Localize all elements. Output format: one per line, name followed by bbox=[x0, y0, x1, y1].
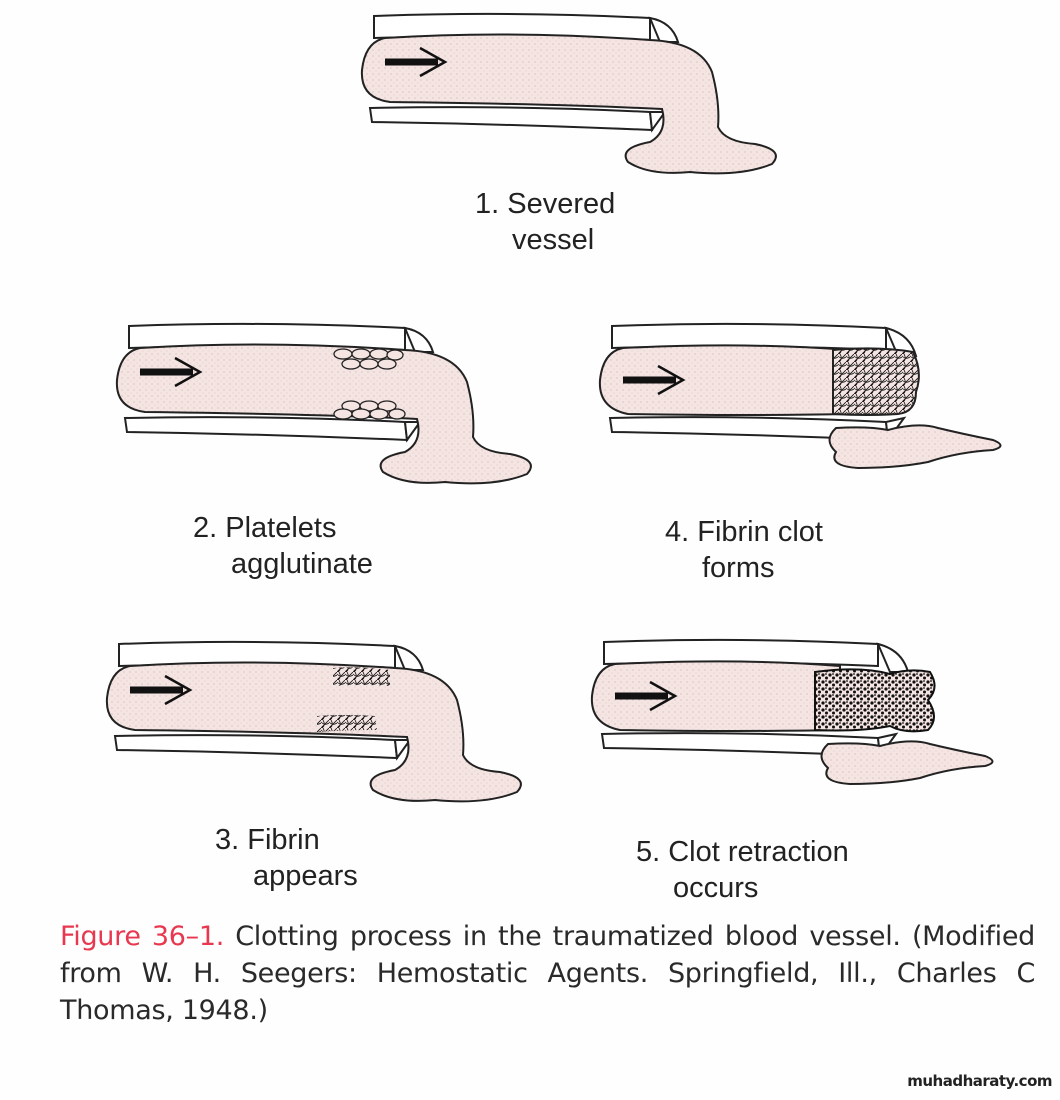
panel-2-label: 2. Platelets agglutinate bbox=[193, 510, 373, 582]
retracted-clot bbox=[814, 668, 936, 733]
panel-1-severed-vessel bbox=[362, 14, 776, 173]
label-line-2: appears bbox=[253, 860, 358, 892]
label-line-1: 5. Clot retraction bbox=[636, 836, 849, 868]
panel-5-label: 5. Clot retraction occurs bbox=[636, 834, 849, 906]
fibrin-strands-bottom bbox=[317, 715, 377, 732]
fibrin-clot bbox=[832, 347, 920, 416]
label-line-1: 3. Fibrin bbox=[215, 824, 320, 856]
label-line-1: 2. Platelets bbox=[193, 512, 337, 544]
figure-number: Figure 36–1. bbox=[60, 921, 224, 952]
label-line-2: vessel bbox=[512, 224, 595, 256]
panel-3-label: 3. Fibrin appears bbox=[215, 822, 358, 894]
label-line-1: 1. Severed bbox=[475, 188, 616, 220]
platelet-cluster-top bbox=[333, 348, 404, 370]
panel-2-platelets-agglutinate bbox=[117, 324, 531, 483]
watermark: muhadharaty.com bbox=[907, 1072, 1052, 1090]
label-line-1: 4. Fibrin clot bbox=[665, 516, 823, 548]
panel-3-fibrin-appears bbox=[107, 642, 521, 801]
panel-5-clot-retraction-occurs bbox=[592, 640, 993, 784]
panel-1-label: 1. Severed vessel bbox=[475, 186, 615, 258]
figure-caption: Figure 36–1. Clotting process in the tra… bbox=[60, 918, 1035, 1029]
label-line-2: agglutinate bbox=[231, 548, 373, 580]
label-line-2: occurs bbox=[673, 872, 759, 904]
caption-text: Clotting process in the traumatized bloo… bbox=[60, 921, 1035, 1026]
label-line-2: forms bbox=[702, 552, 775, 584]
panel-4-fibrin-clot-forms bbox=[600, 324, 1001, 468]
fibrin-strands-top bbox=[333, 667, 390, 686]
panel-4-label: 4. Fibrin clot forms bbox=[665, 514, 823, 586]
platelet-cluster-bottom bbox=[333, 400, 406, 420]
